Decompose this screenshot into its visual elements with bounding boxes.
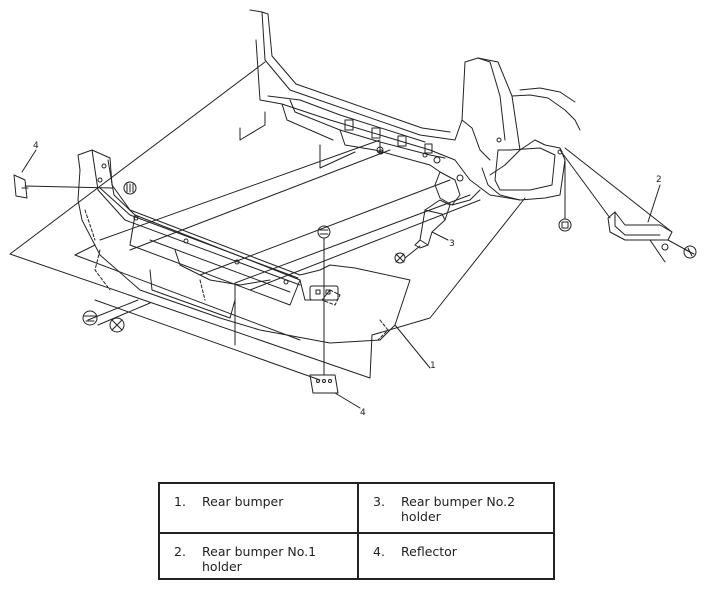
callout-4-left: 4 xyxy=(33,141,39,151)
legend-label: Rear bumper No.2 holder xyxy=(401,494,516,524)
legend-number: 2. xyxy=(174,544,186,559)
vehicle-body-frame xyxy=(249,9,581,206)
callout-3: 3 xyxy=(449,239,455,249)
callout-1: 1 xyxy=(430,361,436,371)
callout-4-bottom: 4 xyxy=(360,408,366,418)
legend-cell-2: 2. Rear bumper No.1 holder xyxy=(160,532,357,578)
legend-cell-1: 1. Rear bumper xyxy=(160,484,357,532)
legend-cell-4: 4. Reflector xyxy=(357,532,553,578)
legend-label: Reflector xyxy=(401,544,457,559)
fastener-clips xyxy=(82,146,464,333)
exploded-parts-diagram: 4 1 2 3 4 xyxy=(9,9,697,418)
legend-number: 4. xyxy=(373,544,385,559)
legend-number: 3. xyxy=(373,494,385,509)
legend-label: Rear bumper xyxy=(202,494,284,509)
assembly-guide-lines xyxy=(9,61,526,381)
rear-bumper-part xyxy=(77,149,431,369)
legend-number: 1. xyxy=(174,494,186,509)
reflector-part-left xyxy=(13,149,137,199)
callout-2: 2 xyxy=(656,175,662,185)
rear-bumper-no2-holder xyxy=(394,199,451,264)
parts-legend-table: 1. Rear bumper 3. Rear bumper No.2 holde… xyxy=(158,482,555,580)
reflector-part-bottom xyxy=(309,225,361,409)
rear-bumper-no1-holder xyxy=(558,147,697,263)
legend-label: Rear bumper No.1 holder xyxy=(202,544,317,574)
legend-cell-3: 3. Rear bumper No.2 holder xyxy=(357,484,553,532)
